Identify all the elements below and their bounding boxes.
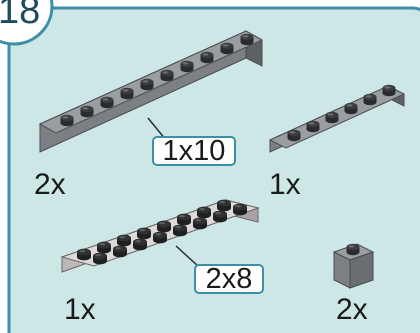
plate-2x8-callout-line [175,245,199,267]
plate-2x8-quantity: 1x [64,293,96,326]
brick-1x10-size-label: 1x10 [152,136,236,166]
plate-2x8-size-label: 2x8 [194,264,264,294]
plate-2x8-icon [60,199,260,273]
brick-1x10-quantity: 2x [34,168,66,201]
step-number: 18 [0,0,41,32]
plate-1x6-quantity: 1x [269,168,301,201]
step-number-badge [0,0,54,46]
brick-1x10-icon [38,30,264,153]
brick-1x1-icon [332,243,375,289]
brick-1x1-quantity: 2x [336,293,368,326]
plate-1x6-icon [268,84,406,153]
